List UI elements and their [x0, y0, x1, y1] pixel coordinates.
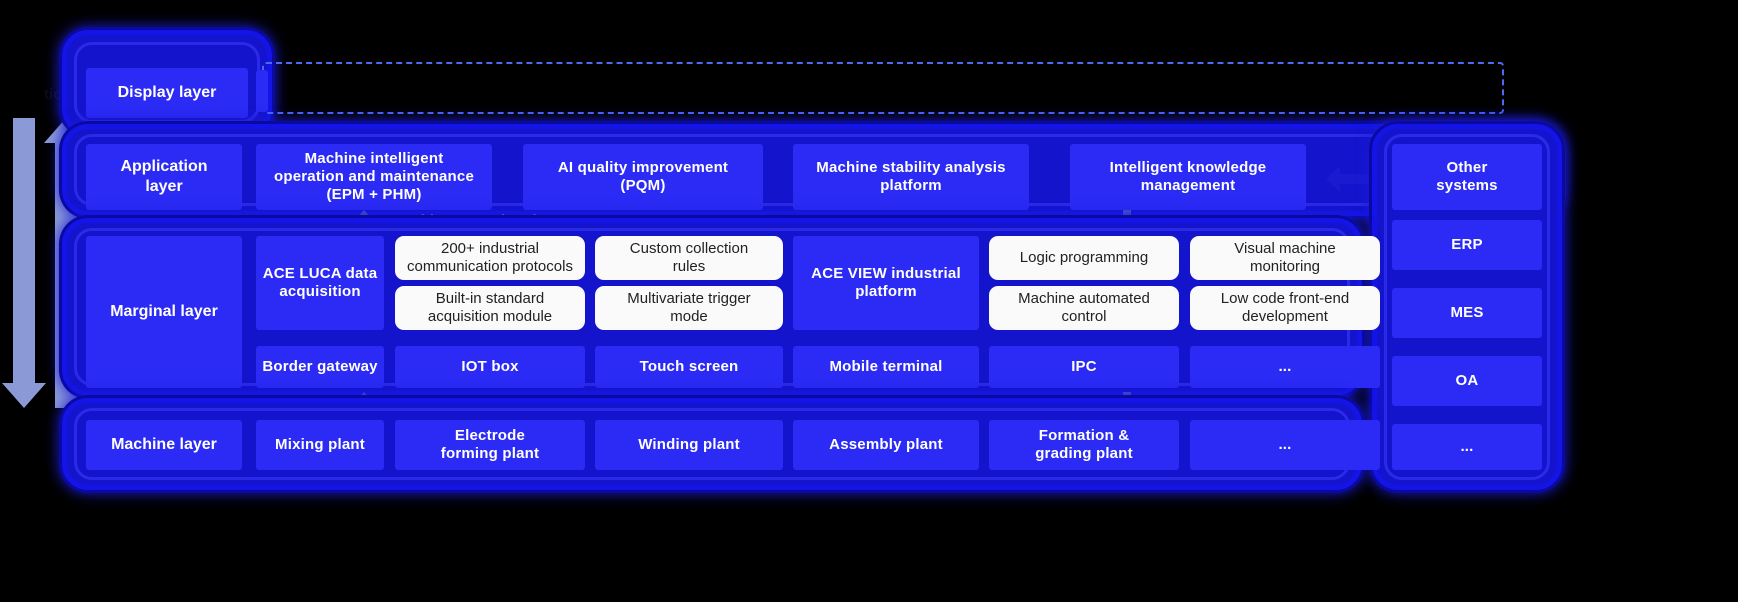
layer-box-machine[interactable]: Machine layer: [86, 420, 242, 470]
device-box-touch-screen[interactable]: Touch screen: [595, 346, 783, 388]
app-box-ai-quality-pqm[interactable]: AI quality improvement (PQM): [523, 144, 763, 210]
protocols-line1: 200+ industrial: [441, 239, 539, 257]
device-box-iot-box[interactable]: IOT box: [395, 346, 585, 388]
app-box-pqm-line1: AI quality improvement: [557, 158, 729, 176]
collection-rules-line2: rules: [672, 258, 706, 275]
layer-box-display[interactable]: Display layer: [86, 68, 248, 118]
app-box-epm-phm-line2: operation and maintenance: [273, 167, 475, 185]
feature-box-low-code-development[interactable]: Low code front-end development: [1190, 286, 1380, 330]
app-box-stability-line1: Machine stability analysis: [816, 158, 1006, 176]
trigger-mode-line2: mode: [670, 308, 708, 325]
machine-box-winding-plant[interactable]: Winding plant: [595, 420, 783, 470]
device-box-border-gateway[interactable]: Border gateway: [256, 346, 384, 388]
ace-view-line1: ACE VIEW industrial: [811, 264, 961, 282]
ace-luca-line2: acquisition: [279, 283, 361, 300]
feature-box-visual-machine-monitoring[interactable]: Visual machine monitoring: [1190, 236, 1380, 280]
app-box-knowledge-line1: Intelligent knowledge: [1109, 158, 1267, 176]
layer-box-application[interactable]: Application layer: [86, 144, 242, 210]
visual-monitor-line1: Visual machine: [1234, 239, 1336, 257]
acq-module-line1: Built-in standard: [435, 289, 545, 307]
layer-box-marginal[interactable]: Marginal layer: [86, 236, 242, 388]
platform-box-ace-luca[interactable]: ACE LUCA data acquisition: [256, 236, 384, 330]
feature-box-industrial-protocols[interactable]: 200+ industrial communication protocols: [395, 236, 585, 280]
feature-box-logic-programming[interactable]: Logic programming: [989, 236, 1179, 280]
device-box-ipc[interactable]: IPC: [989, 346, 1179, 388]
app-box-pqm-line2: (PQM): [620, 177, 666, 194]
app-box-machine-stability[interactable]: Machine stability analysis platform: [793, 144, 1029, 210]
side-system-other-line2: systems: [1436, 177, 1498, 194]
low-code-line1: Low code front-end: [1220, 289, 1350, 307]
layer-application-line2: layer: [145, 178, 183, 195]
auto-control-line2: control: [1061, 308, 1107, 325]
formation-line1: Formation &: [1038, 426, 1130, 444]
electrode-line1: Electrode: [454, 426, 526, 444]
side-systems-group-inner: [1384, 134, 1550, 480]
app-box-epm-phm[interactable]: Machine intelligent operation and mainte…: [256, 144, 492, 210]
downward-flow-arrow: [2, 118, 46, 418]
low-code-line2: development: [1242, 308, 1328, 325]
formation-line2: grading plant: [1035, 445, 1133, 462]
layer-application-line1: Application: [120, 158, 208, 176]
side-system-other-systems[interactable]: Other systems: [1392, 144, 1542, 210]
machine-box-formation-grading-plant[interactable]: Formation & grading plant: [989, 420, 1179, 470]
display-connector-stub: [256, 70, 268, 112]
app-box-knowledge-line2: management: [1140, 177, 1236, 194]
app-box-stability-line2: platform: [880, 177, 942, 194]
machine-box-assembly-plant[interactable]: Assembly plant: [793, 420, 979, 470]
device-box-mobile-terminal[interactable]: Mobile terminal: [793, 346, 979, 388]
visual-monitor-line2: monitoring: [1249, 258, 1321, 275]
collection-rules-line1: Custom collection: [629, 239, 749, 257]
electrode-line2: forming plant: [440, 445, 540, 462]
feature-box-custom-collection-rules[interactable]: Custom collection rules: [595, 236, 783, 280]
feature-box-machine-automated-control[interactable]: Machine automated control: [989, 286, 1179, 330]
side-system-erp[interactable]: ERP: [1392, 220, 1542, 270]
auto-control-line1: Machine automated: [1018, 289, 1150, 307]
side-system-other-line1: Other: [1446, 158, 1488, 176]
feature-box-standard-acquisition-module[interactable]: Built-in standard acquisition module: [395, 286, 585, 330]
ace-view-line2: platform: [855, 283, 917, 300]
machine-box-mixing-plant[interactable]: Mixing plant: [256, 420, 384, 470]
platform-box-ace-view[interactable]: ACE VIEW industrial platform: [793, 236, 979, 330]
side-system-mes[interactable]: MES: [1392, 288, 1542, 338]
machine-box-more[interactable]: ...: [1190, 420, 1380, 470]
display-scope-dashed-container: [262, 62, 1504, 114]
app-box-epm-phm-line3: (EPM + PHM): [326, 186, 422, 204]
machine-box-electrode-forming-plant[interactable]: Electrode forming plant: [395, 420, 585, 470]
feature-box-multivariate-trigger-mode[interactable]: Multivariate trigger mode: [595, 286, 783, 330]
protocols-line2: communication protocols: [407, 258, 573, 275]
ace-luca-line1: ACE LUCA data: [262, 264, 378, 282]
side-system-more[interactable]: ...: [1392, 424, 1542, 470]
device-box-more[interactable]: ...: [1190, 346, 1380, 388]
app-box-epm-phm-line1: Machine intelligent: [304, 149, 444, 167]
side-system-oa[interactable]: OA: [1392, 356, 1542, 406]
app-box-knowledge-management[interactable]: Intelligent knowledge management: [1070, 144, 1306, 210]
acq-module-line2: acquisition module: [427, 308, 553, 325]
trigger-mode-line1: Multivariate trigger: [627, 289, 751, 307]
